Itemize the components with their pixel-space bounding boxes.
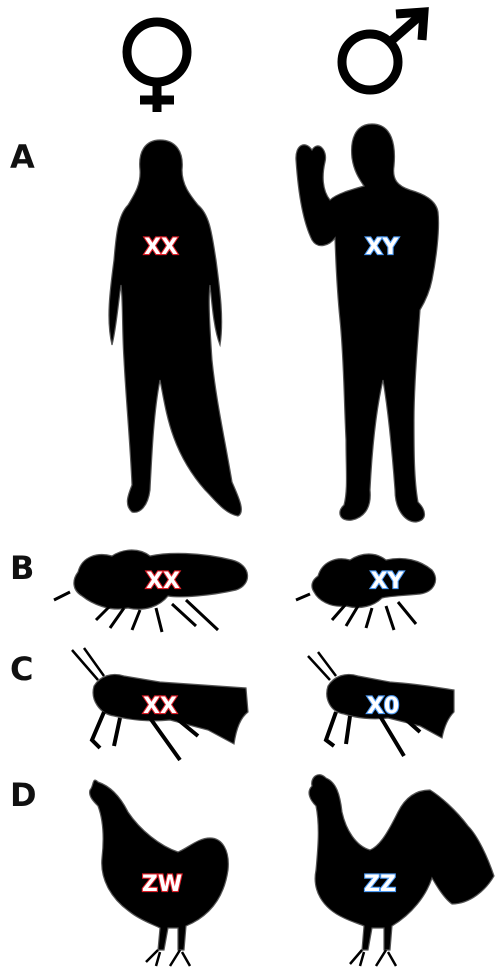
male-human-icon xyxy=(296,124,439,522)
male-symbol-icon xyxy=(342,12,424,90)
rooster-icon xyxy=(309,775,494,966)
row-label-a: A xyxy=(10,138,35,176)
female-symbol-icon xyxy=(127,22,187,112)
male-grasshopper-chromosomes: X0 xyxy=(367,694,399,719)
male-fly-chromosomes: XY xyxy=(371,569,405,594)
row-label-c: C xyxy=(10,650,33,688)
rooster-chromosomes: ZZ xyxy=(364,872,396,897)
female-fly-chromosomes: XX xyxy=(146,569,180,594)
row-label-d: D xyxy=(10,776,37,814)
male-fruit-fly-icon xyxy=(296,554,436,630)
female-human-icon xyxy=(109,140,241,516)
row-label-b: B xyxy=(10,549,34,587)
male-human-chromosomes: XY xyxy=(366,235,400,260)
female-human-chromosomes: XX xyxy=(144,235,178,260)
hen-chromosomes: ZW xyxy=(142,872,182,897)
female-grasshopper-chromosomes: XX xyxy=(143,694,177,719)
